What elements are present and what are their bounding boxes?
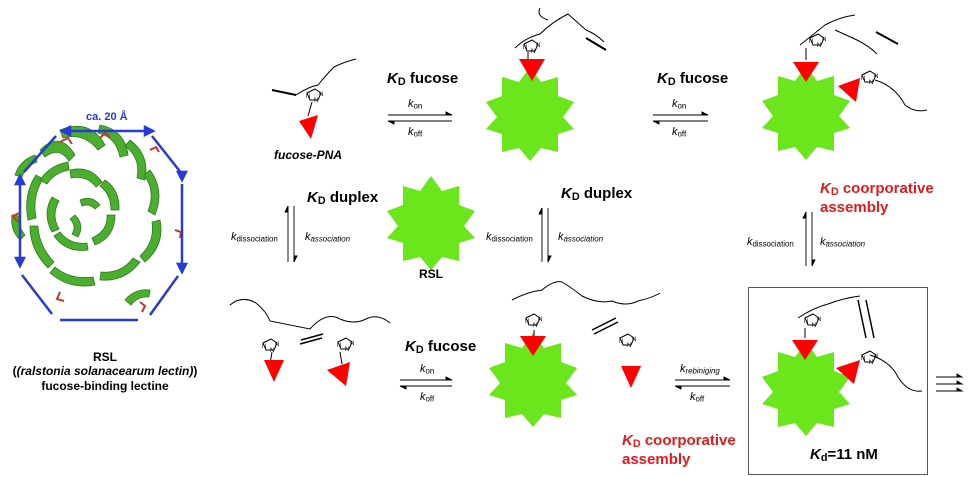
equilibrium-arrows-3 [399,376,453,390]
kdissociation-label-3: kdissociation [747,236,794,249]
kd-coop-label-1: KD coorporative [820,180,934,198]
final-complex-box [748,287,928,475]
kd-final-value: Kd=11 nM [810,446,878,464]
ligand-label: fucose-PNA [274,148,343,162]
kassociation-label-1: kassociation [305,231,351,244]
vertical-arrows-right [802,211,816,267]
kd-fucose-label-2: KD fucose [657,70,729,88]
rsl-one-ligand-bottom [489,281,661,427]
fucose-pna-ligand [271,58,357,139]
kon-label-1: kon [408,98,423,111]
kdissociation-label-2: kdissociation [486,231,533,244]
rsl-final-complex [762,295,923,436]
rsl-subtitle: ((ralstonia solanacearum lectin)) [12,364,198,378]
rsl-two-ligands-top [762,14,928,160]
kd-coop-label-2b: assembly [622,451,691,468]
rsl-center-label: RSL [419,267,443,281]
kd-fucose-label-3: KD fucose [405,338,477,356]
kon-label-2: kon [672,98,687,111]
rsl-description: fucose-binding lectine [41,379,169,393]
size-indicator-arrows [13,124,189,322]
kd-fucose-label-1: KD fucose [387,70,459,88]
rsl-alone-center [387,176,475,270]
kd-duplex-label-2: KD duplex [561,185,633,203]
equilibrium-arrows-2 [652,111,709,125]
pna-duplex-ligand [229,299,391,386]
rsl-species: (ralstonia solanacearum lectin) [16,364,194,378]
vertical-arrows-middle [538,207,552,263]
rsl-one-ligand-top [486,7,607,161]
continuation-arrows [936,373,964,392]
koff-label-2: koff [672,126,687,139]
kd-duplex-label-1: KD duplex [307,189,379,207]
kassociation-label-3: kassociation [820,236,866,249]
size-label: ca. 20 Å [86,111,128,123]
kd-coop-label-2: KD coorporative [622,432,736,450]
krebinding-label: krebiniging [680,363,720,376]
equilibrium-arrows-1 [387,111,453,125]
kassociation-label-2: kassociation [558,231,604,244]
equilibrium-arrows-4 [674,376,731,390]
kon-label-3: kon [420,363,435,376]
rsl-protein-structure [11,124,183,313]
kdissociation-label-1: kdissociation [231,231,278,244]
rsl-name: RSL [93,350,117,364]
vertical-arrows-left [284,205,298,263]
koff-label-4: koff [690,391,705,404]
kd-coop-label-1b: assembly [820,199,889,216]
koff-label-1: koff [408,126,423,139]
koff-label-3: koff [420,391,435,404]
